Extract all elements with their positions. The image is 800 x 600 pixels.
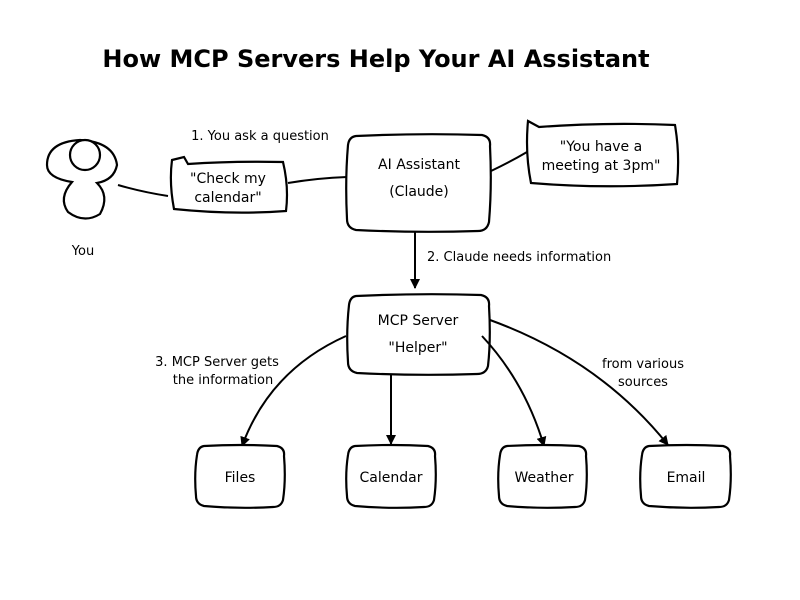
step3-label-line1: 3. MCP Server gets [155,355,279,370]
weather-box [497,443,588,509]
email-box [639,443,732,509]
assistant-name: AI Assistant [378,157,460,173]
assistant-subtitle: (Claude) [389,184,449,200]
calendar-label: Calendar [360,470,423,486]
server-to-weather-arrow [481,335,547,447]
files-box [194,443,286,509]
mcp-server-box [346,293,491,376]
sources-label-line2: sources [618,375,668,390]
sources-label-line1: from various [602,357,684,372]
server-to-files-arrow [240,335,347,447]
assistant-to-response-line [490,151,528,172]
user-head-icon [68,138,102,172]
user-bubble-line2: calendar" [194,190,261,206]
email-label: Email [667,470,706,486]
diagram-title: How MCP Servers Help Your AI Assistant [102,45,649,73]
response-bubble-line2: meeting at 3pm" [542,158,661,174]
files-label: Files [225,470,256,486]
server-to-email-arrow [489,319,669,446]
user-figure [45,138,119,220]
step1-label: 1. You ask a question [191,129,329,144]
mcp-server-name: MCP Server [378,313,459,329]
assistant-box [345,133,492,233]
step3-label-line2: the information [173,373,274,388]
user-speech-bubble [169,155,289,214]
calendar-box [345,443,437,509]
response-speech-bubble [525,119,680,188]
user-bubble-line1: "Check my [190,171,266,187]
weather-label: Weather [515,470,574,486]
user-to-bubble-line [117,184,169,197]
bubble-to-assistant-line [287,176,348,184]
response-bubble-line1: "You have a [560,139,642,155]
user-label: You [71,244,94,259]
mcp-server-subtitle: "Helper" [388,340,447,356]
step2-label: 2. Claude needs information [427,250,611,265]
